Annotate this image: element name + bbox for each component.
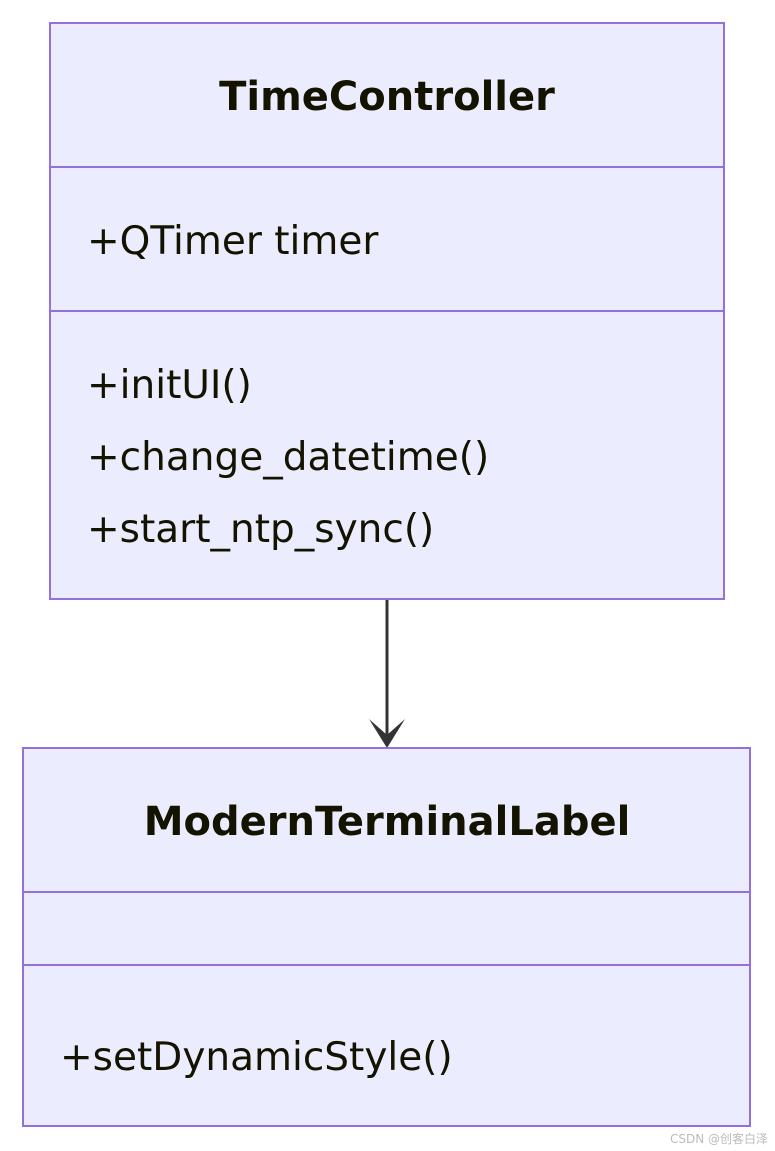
class-method: +start_ntp_sync() — [87, 507, 434, 552]
class-box — [22, 747, 751, 1127]
class-modernterminallabel: ModernTerminalLabel +setDynamicStyle() — [22, 747, 751, 1127]
class-title: ModernTerminalLabel — [144, 799, 631, 845]
relation-arrow — [369, 600, 405, 748]
watermark: CSDN @创客白泽 — [670, 1131, 768, 1146]
class-method: +setDynamicStyle() — [60, 1035, 453, 1080]
class-title: TimeController — [219, 74, 555, 120]
class-timecontroller: TimeController +QTimer timer +initUI() +… — [49, 22, 725, 600]
class-attribute: +QTimer timer — [87, 219, 379, 264]
class-method: +change_datetime() — [87, 435, 489, 480]
arrowhead-icon — [369, 719, 405, 748]
class-method: +initUI() — [87, 363, 252, 408]
